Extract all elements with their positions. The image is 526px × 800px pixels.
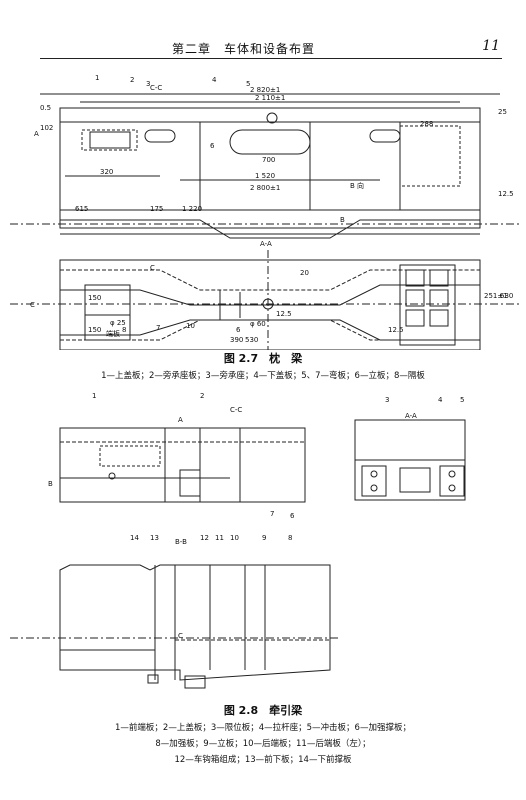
fig28-callout-10: 10 [230,534,239,542]
dim-0-5: 0.5 [40,104,51,112]
dim-320: 320 [100,168,113,176]
page-header: 第二章 车体和设备布置 11 [40,38,502,59]
dim-150: 150 [88,294,101,302]
fig28-callout-13: 13 [150,534,159,542]
label-a: A [34,130,39,138]
fig28-callout-11: 11 [215,534,224,542]
dim-phi60: φ 60 [250,320,266,328]
fig28-callout-3: 3 [385,396,389,404]
figure-2-8-caption: 图 2.8 牵引梁 [223,704,303,717]
chapter-title: 第二章 车体和设备布置 [172,42,316,56]
fig28-callout-5: 5 [460,396,464,404]
dim-630: 630 [500,292,513,300]
dim-150b: 150 [88,326,101,334]
figure-2-7-legend: 1—上盖板；2—旁承座板；3—旁承座；4—下盖板；5、7—弯板；6—立板；8—隔… [101,371,425,381]
fig28-cc-label: C-C [230,406,242,414]
aa-outline [59,259,481,350]
callout-6b: 6 [236,326,241,334]
dim-25: 25 [498,108,507,116]
callout-3: 3 [146,80,150,88]
dim-390: 390 [230,336,243,344]
cc-label: C-C [150,84,162,92]
fig28-aa-label: A-A [405,412,417,420]
dim-700: 700 [262,156,275,164]
dim-r12-5b: 12.5 [388,326,404,334]
dim-2800: 2 800±1 [250,184,280,192]
fig28-label-c: C [178,632,183,640]
figure-2-7-drawing: C-C A-A 2 820±1 2 110±1 288 320 700 1 52… [10,74,520,350]
figure-2-8-legend-line-3: 12—车钩箱组成；13—前下板；14—下前撑板 [174,755,352,765]
aa-label: A-A [260,240,272,248]
dim-102: 102 [40,124,53,132]
label-c: C [30,301,35,309]
dim-251: 251±1 [484,292,508,300]
fig28-callout-8: 8 [288,534,292,542]
dim-r12-5: 12.5 [276,310,292,318]
fig28-callout-9: 9 [262,534,266,542]
dim-530: 530 [245,336,258,344]
callout-7: 7 [156,324,160,332]
fig28-label-b: B [48,480,53,488]
dim-12-5: 12.5 [498,190,514,198]
dim-1220: 1 220 [182,205,202,213]
fig28-callout-1: 1 [92,392,96,400]
figure-2-8-legend-line-2: 8—加强板；9—立板；10—后端板；11—后端板（左）； [155,739,371,749]
dim-1520: 1 520 [255,172,275,180]
label-end-plate: 端板 [106,329,120,338]
fig28-label-a: A [178,416,183,424]
dim-20: 20 [300,269,309,277]
dim-175: 175 [150,205,163,213]
dim-phi25: φ 25 [110,319,126,327]
fig28-bb-label: B-B [175,538,187,546]
label-b: B [340,216,345,224]
callout-5: 5 [246,80,250,88]
figure-2-8-legend-line-1: 1—前端板；2—上盖板；3—限位板；4—拉杆座；5—冲击板；6—加强撑板； [115,723,411,733]
dim-288: 288 [420,120,433,128]
dim-2110: 2 110±1 [255,94,285,102]
fig28-cc-outline [59,427,306,503]
dim-2820: 2 820±1 [250,86,280,94]
fig28-callout-12: 12 [200,534,209,542]
label-b-direction: B 向 [350,181,364,190]
figure-2-7-caption: 图 2.7 枕 梁 [223,352,303,365]
dim-615: 615 [75,205,88,213]
fig28-callout-7: 7 [270,510,274,518]
cc-outline [59,107,481,229]
fig28-callout-6: 6 [290,512,295,520]
fig28-bb-outline [59,564,331,681]
page-number: 11 [482,38,500,54]
callout-2: 2 [130,76,134,84]
fig28-callout-2: 2 [200,392,204,400]
fig28-callout-4: 4 [438,396,443,404]
fig28-callout-14: 14 [130,534,139,542]
callout-8: 8 [122,326,126,334]
callout-4: 4 [212,76,217,84]
callout-10: 10 [186,322,195,330]
figure-2-8-drawing: C-C A-A B-B A B C 1 2 3 4 5 6 7 14 13 12… [10,392,466,689]
label-c2: C [150,264,155,272]
callout-6: 6 [210,142,215,150]
callout-1: 1 [95,74,99,82]
